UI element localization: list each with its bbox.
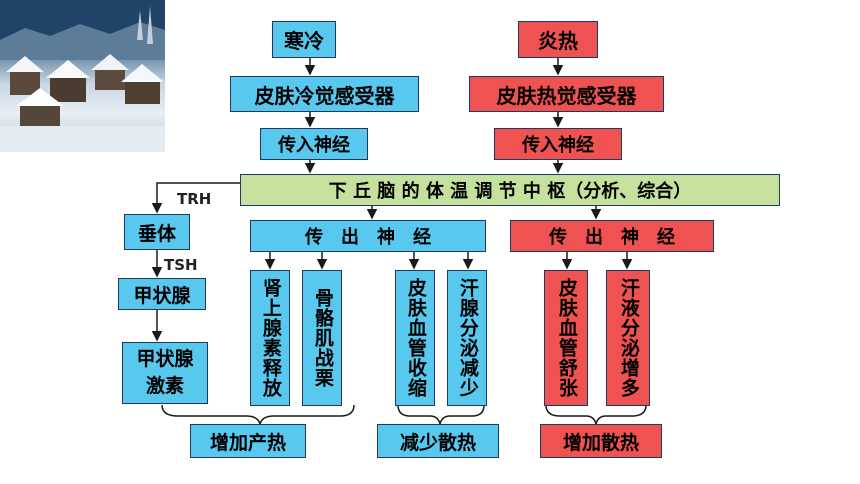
outcome-increase-heat-loss: 增加散热	[540, 424, 662, 458]
hypothalamus-center-box: 下 丘 脑 的 体 温 调 节 中 枢（分析、综合）	[240, 174, 780, 206]
heat-stimulus-box: 炎热	[518, 21, 598, 58]
tsh-label: TSH	[164, 256, 198, 274]
heat-effect-sweat-increase: 汗液分泌增多	[606, 270, 650, 406]
outcome-decrease-heat-loss: 减少散热	[377, 424, 499, 458]
cold-effect-vasoconstriction: 皮肤血管收缩	[395, 270, 435, 406]
cold-receptor-box: 皮肤冷觉感受器	[230, 76, 419, 112]
cold-effect-shivering: 骨骼肌战栗	[302, 270, 342, 406]
cold-efferent-nerve-box: 传 出 神 经	[250, 220, 486, 252]
trh-label: TRH	[177, 190, 212, 208]
outcome-increase-heat-production: 增加产热	[190, 424, 306, 458]
pituitary-box: 垂体	[124, 214, 190, 250]
cold-effect-adrenaline: 肾上腺素释放	[250, 270, 290, 406]
cold-afferent-nerve-box: 传入神经	[260, 128, 368, 160]
cold-effect-sweat-decrease: 汗腺分泌减少	[447, 270, 487, 406]
thyroid-box: 甲状腺	[118, 278, 206, 310]
thyroid-hormone-box: 甲状腺激素	[122, 342, 208, 404]
heat-effect-vasodilation: 皮肤血管舒张	[544, 270, 588, 406]
cold-stimulus-box: 寒冷	[272, 21, 336, 58]
winter-village-photo	[0, 0, 165, 152]
heat-efferent-nerve-box: 传 出 神 经	[510, 220, 714, 252]
heat-afferent-nerve-box: 传入神经	[494, 128, 622, 160]
heat-receptor-box: 皮肤热觉感受器	[469, 76, 664, 112]
